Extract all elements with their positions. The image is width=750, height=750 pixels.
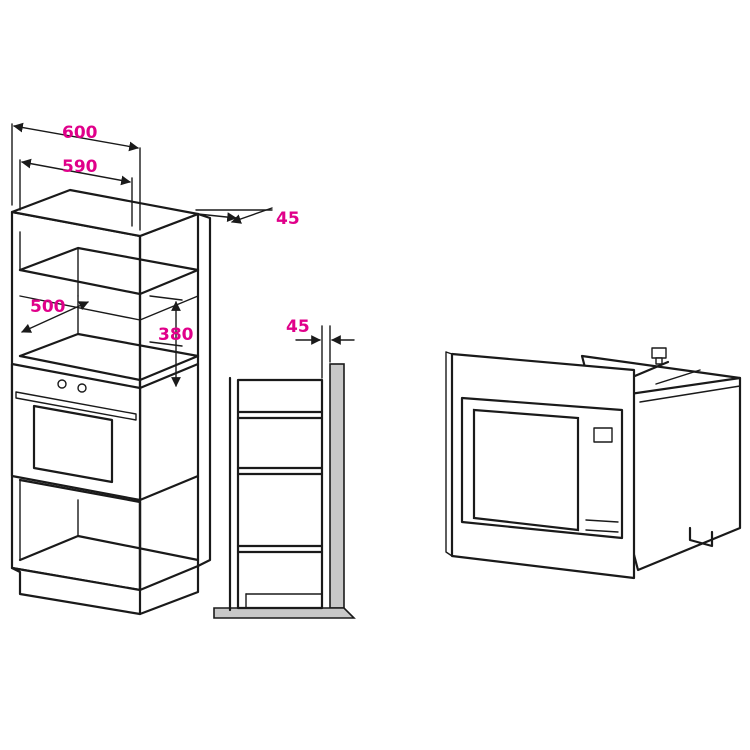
dim-label-600: 600 bbox=[62, 123, 98, 143]
dim-label-380: 380 bbox=[158, 325, 194, 345]
dim-label-590: 590 bbox=[62, 157, 98, 177]
tall-cabinet bbox=[10, 188, 212, 616]
microwave-built-in bbox=[445, 347, 742, 580]
dim-niche-height: 380 bbox=[149, 295, 194, 387]
dim-label-45-side: 45 bbox=[286, 317, 310, 337]
dim-width-outer: 600 bbox=[11, 122, 141, 231]
dim-niche-depth: 500 bbox=[21, 297, 89, 333]
dim-label-500: 500 bbox=[30, 297, 66, 317]
dim-side-gap: 45 bbox=[286, 317, 355, 379]
dim-label-45-rear: 45 bbox=[276, 209, 300, 229]
dim-width-inner: 590 bbox=[19, 157, 133, 227]
dim-rear-gap: 45 bbox=[195, 207, 300, 229]
side-section bbox=[213, 363, 356, 619]
